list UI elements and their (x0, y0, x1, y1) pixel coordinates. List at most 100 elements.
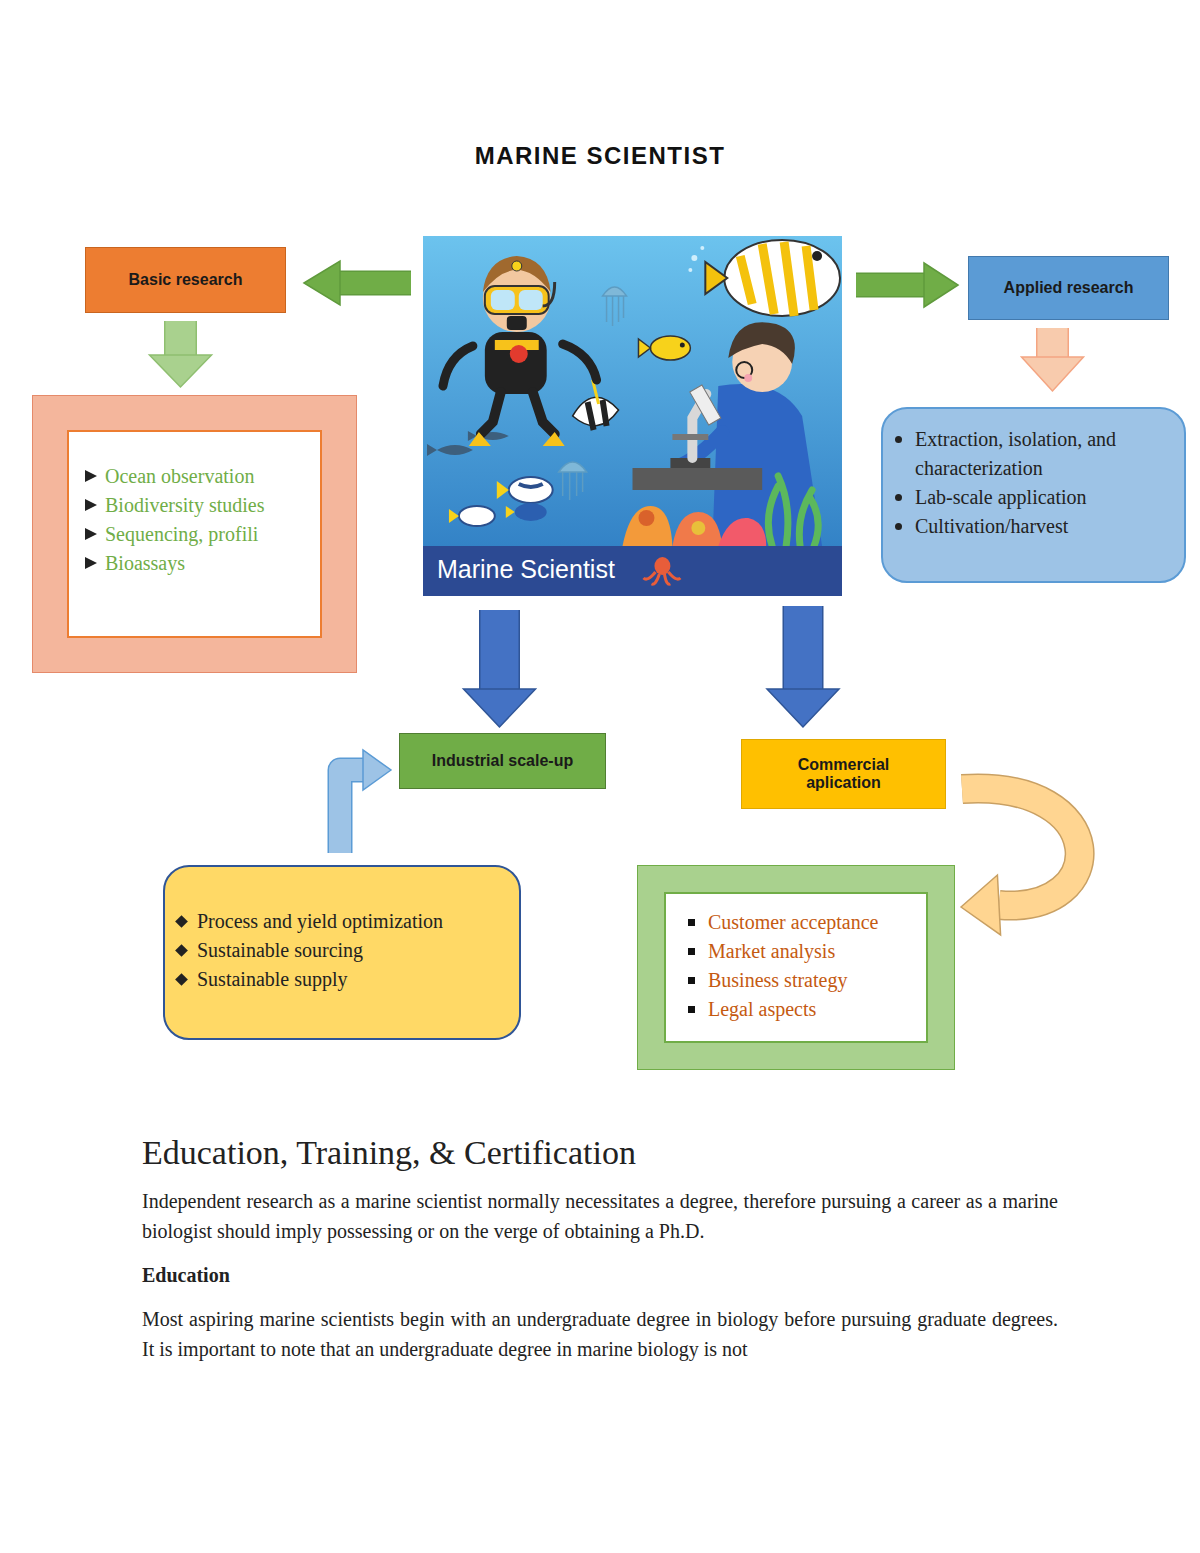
illustration-shape (507, 316, 527, 330)
connector-arrow (464, 610, 536, 727)
paragraph: Independent research as a marine scienti… (142, 1186, 1058, 1246)
illustration (423, 236, 842, 596)
illustration-shape (650, 336, 690, 360)
illustration-shape (812, 251, 822, 261)
arrow-shaft (166, 321, 196, 355)
bullet-symbol (688, 977, 695, 984)
arrow-outline (962, 788, 1080, 905)
illustration-shape (633, 385, 763, 490)
list-item: Cultivation/harvest (889, 512, 1168, 541)
illustration-shape (705, 240, 840, 316)
bullet-symbol (895, 523, 902, 530)
bullet-symbol (85, 557, 97, 569)
box-label: Applied research (1004, 279, 1134, 297)
illustration-shape (427, 431, 509, 456)
bullet-symbol (895, 494, 902, 501)
arrow-head (1022, 357, 1084, 391)
illustration-shape (724, 240, 840, 316)
bullet-symbol (895, 436, 902, 443)
illustration-shape (672, 512, 722, 546)
marine-illustration (423, 236, 842, 596)
list-item: Business strategy (682, 966, 918, 995)
list-text: Business strategy (708, 969, 847, 991)
box-label: Commercial aplication (780, 756, 907, 792)
illustration-shape (443, 256, 597, 446)
list-text: Cultivation/harvest (915, 515, 1068, 537)
arrow-outline (783, 606, 824, 689)
bullet-symbol (85, 499, 97, 511)
connector-arrow (767, 606, 839, 727)
illustration-shape (654, 557, 670, 575)
diagram-title: MARINE SCIENTIST (0, 142, 1200, 170)
illustration-shape (607, 296, 624, 326)
topic-list-box: Extraction, isolation, and characterizat… (881, 407, 1186, 583)
topic-list-box: Process and yield optimizationSustainabl… (163, 865, 521, 1040)
illustration-shape (680, 343, 685, 348)
paragraph: Most aspiring marine scientists begin wi… (142, 1304, 1058, 1364)
bullet-symbol (688, 919, 695, 926)
topic-list-box: Ocean observationBiodiversity studiesSeq… (32, 395, 357, 673)
arrow-head (961, 875, 1001, 935)
illustration-shape (744, 374, 752, 382)
list-text: Customer acceptance (708, 911, 878, 933)
list-item: Sequencing, profili (79, 520, 314, 549)
arrow-shaft (856, 274, 924, 296)
arrow-head (767, 689, 839, 727)
connector-arrow (304, 261, 411, 305)
research-box: Applied research (968, 256, 1169, 320)
arrow-head (464, 689, 536, 727)
illustration-shape (459, 506, 495, 526)
illustration-shape (638, 339, 650, 357)
connector-arrow (150, 321, 212, 387)
illustration-shape (485, 332, 547, 394)
list-text: Bioassays (105, 552, 185, 574)
illustration-shape (519, 484, 543, 487)
arrow-shaft (340, 770, 363, 853)
list-item: Ocean observation (79, 462, 314, 491)
illustration-shape (588, 400, 607, 430)
list-item: Bioassays (79, 549, 314, 578)
illustration-shape (768, 476, 818, 546)
illustration-shape (563, 344, 597, 380)
arrow-shaft (962, 788, 1080, 905)
list-item: Biodiversity studies (79, 491, 314, 520)
arrow-head (924, 263, 958, 307)
illustration-shape (672, 434, 708, 440)
arrow-shaft (784, 606, 822, 689)
illustration-shape (491, 290, 515, 310)
banner-label: Marine Scientist (437, 555, 615, 584)
list-item: Sustainable supply (171, 965, 505, 994)
illustration-shape (638, 336, 690, 360)
illustration-shape (705, 262, 727, 294)
research-box: Basic research (85, 247, 286, 313)
illustration-shape (573, 380, 619, 430)
arrow-head (304, 261, 340, 305)
list-item: Lab-scale application (889, 483, 1168, 512)
connector-arrow (1022, 328, 1084, 391)
stage-box: Industrial scale-up (399, 733, 606, 789)
bullet-symbol (175, 944, 188, 957)
illustration-shape (469, 432, 565, 446)
connector-arrow (340, 750, 391, 853)
illustration-box: Marine Scientist (423, 236, 842, 596)
illustration-shape (559, 287, 627, 500)
illustration-shape (427, 444, 473, 456)
subheading: Education (142, 1260, 1058, 1290)
arrow-outline (479, 610, 520, 689)
list-text: Ocean observation (105, 465, 254, 487)
illustration-shape (510, 345, 528, 363)
connector-arrow (961, 788, 1080, 934)
list-text: Biodiversity studies (105, 494, 264, 516)
box-label: Industrial scale-up (432, 752, 573, 770)
illustration-shape (728, 322, 795, 364)
list-text: Market analysis (708, 940, 835, 962)
list-text: Extraction, isolation, and characterizat… (915, 428, 1116, 479)
arrow-outline (164, 321, 197, 355)
list-item: Process and yield optimization (171, 907, 505, 936)
arrow-outline (1036, 328, 1069, 357)
illustration-shape (638, 510, 654, 526)
illustration-shape (718, 518, 766, 546)
illustration-shape (633, 468, 763, 490)
illustration-shape (643, 557, 680, 584)
